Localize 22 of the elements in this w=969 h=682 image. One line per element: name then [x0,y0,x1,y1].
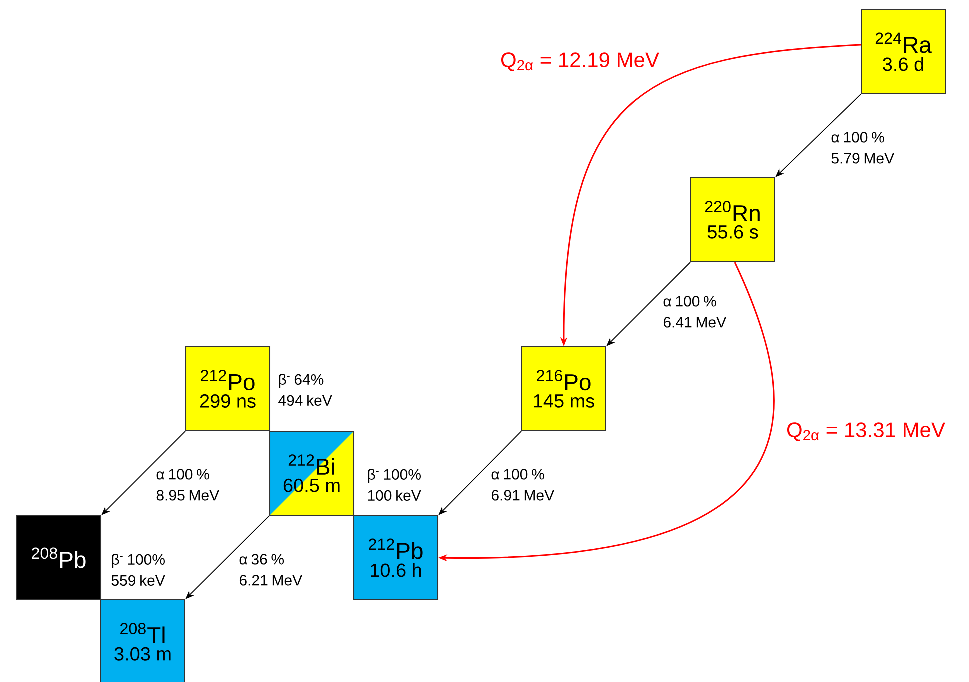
edge-label: α 100 % 8.95 MeV [156,469,220,501]
edge-label: Q$_{2α}$ = 13.31 MeV [788,422,946,442]
decay-arrow [438,431,522,516]
decay-label: β$^{-}$ 64% 494 keV [278,374,332,406]
nuclide-box: $^{212}$Po 299 ns [186,346,270,432]
decay-arrow [102,431,186,516]
nuclide-box: $^{212}$Pb 10.6 h [354,516,438,600]
edge-label: α 100 % 5.79 MeV [832,132,894,164]
nuclide-box: $^{208}$Tl 3.03 m [100,600,186,682]
decay-label: β$^{-}$ 100% 559 keV [112,554,166,586]
edge-label: α 100 % 6.41 MeV [664,296,726,328]
nuclide-box: $^{216}$Po 145 ms [522,346,606,432]
edge-label: Q$_{2α}$ = 12.19 MeV [502,52,660,72]
edge-label: α 100 % 6.91 MeV [492,469,554,501]
decay-arrow [776,94,862,178]
decay-arrow [606,262,691,346]
nuclide-box: $^{224}$Ra 3.6 d [861,10,946,94]
decay-label: β$^{-}$ 100% 100 keV [368,469,422,501]
decay-arrow [186,516,270,600]
edge-label: α 36 % 6.21 MeV [240,554,302,586]
nuclide-box: $^{208}$Pb [16,516,102,600]
nuclide-box: $^{220}$Rn 55.6 s [690,178,776,262]
